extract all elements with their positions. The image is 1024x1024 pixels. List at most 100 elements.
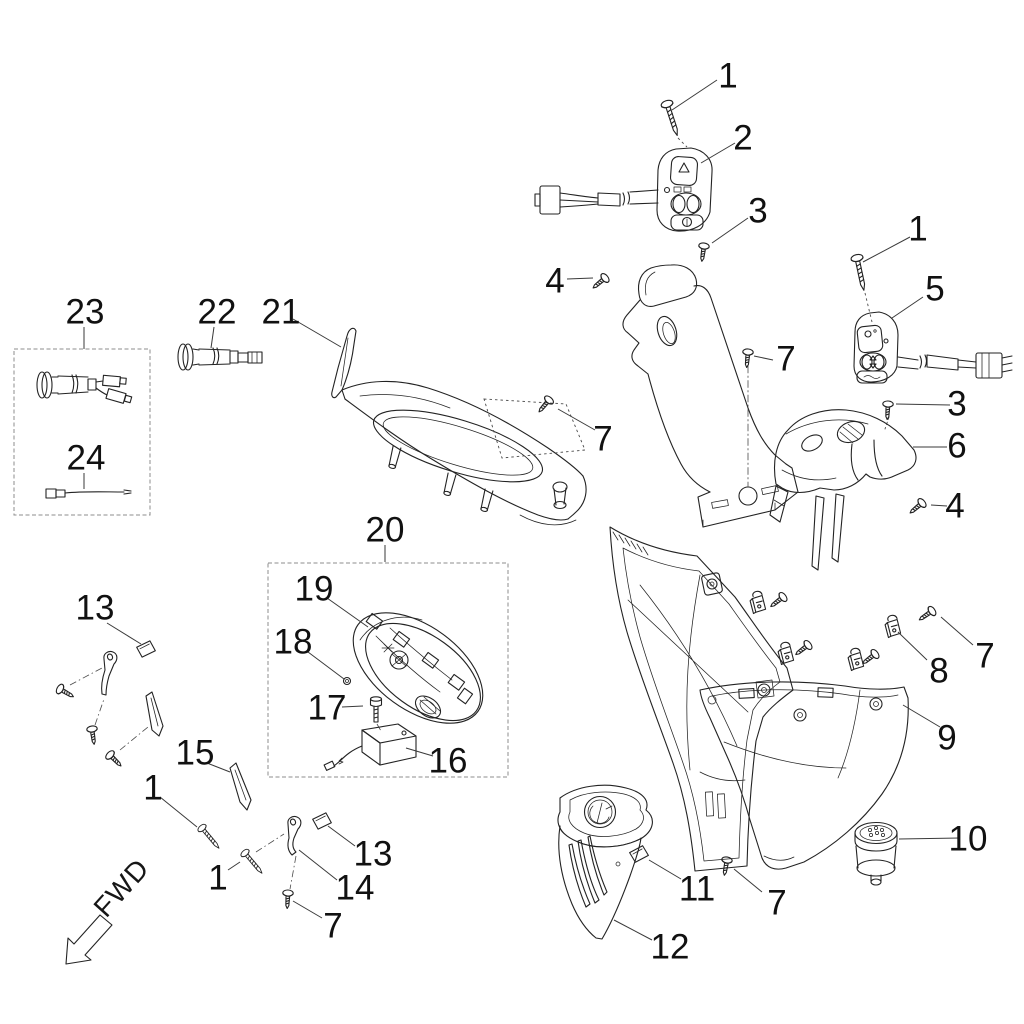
screw-axis-dash (864, 292, 873, 323)
callout-label-1: 1 (208, 859, 227, 898)
callout-label-19: 19 (295, 570, 334, 609)
clip-nut-8 (883, 614, 902, 639)
screw-7-lower-left (281, 889, 294, 910)
callout-leader-11 (648, 859, 682, 880)
callout-label-11: 11 (679, 870, 715, 909)
callout-label-24: 24 (67, 439, 106, 478)
callout-label-7: 7 (323, 907, 342, 946)
toggle-arrows-icon (869, 355, 877, 369)
sensor-16 (323, 723, 417, 771)
callout-label-7: 7 (975, 637, 994, 676)
callout-label-5: 5 (925, 270, 944, 309)
callout-leader-21 (292, 318, 342, 348)
screw-7-right (915, 604, 938, 625)
callout-leader-3 (895, 403, 951, 406)
callout-leader-7 (733, 868, 763, 893)
axis-dash (289, 855, 297, 890)
screw-7-front-cover (534, 393, 556, 416)
bolt-17 (369, 696, 383, 723)
callout-leader-1 (671, 79, 718, 111)
callout-label-6: 6 (947, 427, 966, 466)
callout-leader-18 (307, 651, 345, 680)
screw-7-column (740, 348, 754, 369)
hook-bracket-14 (287, 815, 302, 856)
harness-left (534, 185, 659, 215)
hazard-icon (678, 162, 690, 173)
callout-leader-7 (753, 355, 774, 361)
fwd-arrow: FWD (65, 852, 156, 965)
stud (442, 472, 457, 497)
callout-label-4: 4 (545, 262, 564, 301)
axis-dash (69, 667, 103, 686)
switch-assembly-left-2 (534, 147, 713, 232)
cable-assy-22 (177, 343, 263, 371)
callout-label-1: 1 (143, 769, 162, 808)
wire-24 (45, 488, 132, 499)
callout-label-3: 3 (748, 192, 767, 231)
trim-blade-15 (229, 762, 252, 811)
clip-nut (846, 647, 865, 672)
windshield-outline-dashed (483, 398, 586, 459)
buzzer-10 (854, 821, 898, 886)
callout-label-15: 15 (176, 734, 215, 773)
callout-label-23: 23 (66, 293, 105, 332)
callout-label-12: 12 (651, 928, 690, 967)
kit-box-23-24 (13, 348, 151, 516)
screw-axis-dash (677, 137, 688, 148)
callout-leader-15 (206, 762, 231, 773)
screw-small (85, 724, 100, 746)
callout-label-13: 13 (354, 835, 393, 874)
callout-label-17: 17 (308, 689, 347, 728)
callout-label-7: 7 (776, 340, 795, 379)
callout-leader-10 (898, 837, 961, 840)
callout-leader-7 (940, 616, 974, 646)
clip-nut (748, 590, 767, 615)
kit-box-20-border (267, 562, 509, 778)
screw-1-right (849, 252, 871, 293)
callout-leader-4 (930, 504, 948, 507)
callout-leader-2 (700, 142, 736, 164)
screw-3-right (881, 400, 894, 421)
callout-leader-17 (341, 705, 364, 708)
callout-label-2: 2 (733, 119, 752, 158)
callout-label-22: 22 (198, 293, 237, 332)
fwd-label: FWD (88, 852, 156, 922)
callout-leader-1 (159, 796, 198, 828)
callout-leader-1 (227, 861, 241, 871)
callout-label-1: 1 (908, 210, 927, 249)
callout-leader-7 (557, 408, 596, 431)
handlebar-front-cover-21 (331, 327, 587, 526)
callout-leader-19 (326, 597, 369, 628)
bracket-group-lower-left (54, 639, 333, 910)
callout-leader-12 (613, 919, 653, 941)
callout-label-18: 18 (274, 623, 313, 662)
callout-leader-1 (862, 236, 911, 263)
handlebar-rear-cover-6 (769, 409, 917, 571)
callout-label-9: 9 (937, 719, 956, 758)
axis-dash (119, 726, 149, 751)
screw-3-left (696, 241, 711, 263)
callout-label-7: 7 (593, 420, 612, 459)
callout-leader-8 (897, 631, 928, 661)
kit-box-23-24-border (13, 348, 151, 516)
screw-4-right (906, 496, 929, 518)
inner-cover-9 (699, 681, 909, 870)
callout-leader-13 (327, 825, 356, 847)
harness-right (897, 352, 1013, 379)
callout-label-10: 10 (949, 820, 988, 859)
callout-label-1: 1 (718, 57, 737, 96)
callout-label-16: 16 (429, 742, 468, 781)
callout-label-14: 14 (336, 869, 375, 908)
cable-assy-23 (36, 371, 133, 404)
trim-blade (145, 691, 164, 737)
callout-leader-5 (891, 296, 924, 319)
lever-bracket (101, 650, 118, 696)
screw-small (54, 682, 77, 702)
kit-box-20 (267, 562, 509, 778)
callout-label-21: 21 (262, 293, 301, 332)
instrument-cluster-19 (352, 612, 484, 724)
steering-column-cover (622, 264, 799, 528)
callout-label-20: 20 (366, 511, 405, 550)
